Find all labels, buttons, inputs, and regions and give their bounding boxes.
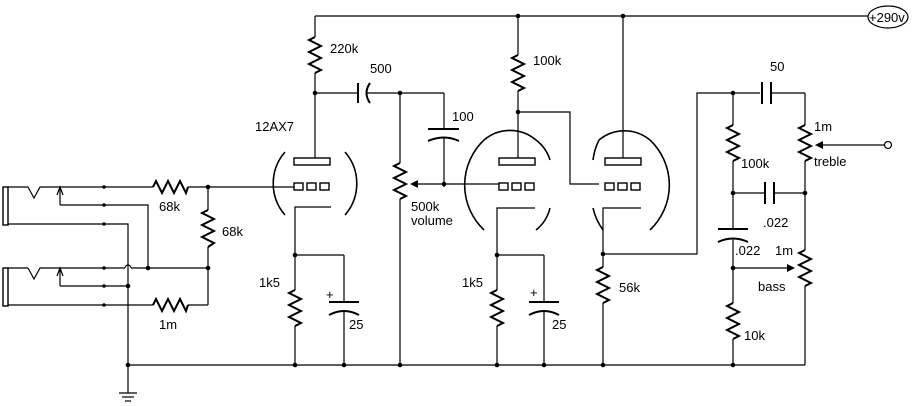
- label-c-treble: 50: [770, 59, 784, 74]
- tube-v1: [268, 140, 358, 275]
- label-pot-bass-name: bass: [758, 279, 786, 294]
- pot-treble: [796, 124, 823, 162]
- label-r-cathode-2: 1k5: [462, 275, 483, 290]
- capacitor-mid: [764, 182, 775, 204]
- supply-label: +290v: [869, 10, 905, 25]
- ground-rail: [125, 362, 805, 393]
- resistor-plate-2: [509, 54, 527, 92]
- resistor-cathode-1: [286, 289, 304, 327]
- resistor-tone-slope: [724, 124, 742, 162]
- label-r-tone-ground: 10k: [744, 328, 765, 343]
- label-c-coupling-1: 500: [370, 61, 392, 76]
- label-c-bass: .022: [735, 243, 760, 258]
- svg-text:+: +: [530, 285, 538, 300]
- supply-terminal: +290v: [867, 5, 909, 29]
- capacitor-treble: [761, 82, 772, 104]
- input-jack-1: [2, 185, 106, 226]
- label-r-cathode-follower: 56k: [619, 280, 640, 295]
- label-r-input-series-1: 68k: [159, 199, 180, 214]
- resistor-tone-ground: [724, 302, 742, 340]
- output-terminal: [883, 140, 893, 150]
- label-pot-volume-name: volume: [411, 213, 453, 228]
- label-pot-volume-value: 500k: [411, 199, 440, 214]
- label-r-plate-1: 220k: [330, 41, 359, 56]
- label-pot-treble-name: treble: [814, 154, 847, 169]
- label-pot-treble-value: 1m: [814, 119, 832, 134]
- label-c-bright: 100: [452, 109, 474, 124]
- resistor-cathode-follower: [594, 266, 612, 304]
- pot-bass: [787, 249, 814, 287]
- resistor-plate-1: [306, 36, 324, 74]
- input-jack-2: [2, 266, 106, 307]
- label-r-input-series-2: 1m: [159, 317, 177, 332]
- label-pot-bass-value: 1m: [775, 243, 793, 258]
- label-c-cathode-1: 25: [349, 317, 363, 332]
- input-wiring: [104, 184, 268, 365]
- tube-v1-label: 12AX7: [255, 119, 294, 134]
- resistor-input-series-2: [152, 296, 189, 314]
- supply-rail: [315, 13, 868, 19]
- capacitor-cathode-1: +: [326, 287, 360, 316]
- resistor-input-shunt: [199, 209, 217, 248]
- svg-text:+: +: [326, 287, 334, 302]
- tube-v2-b: [592, 16, 671, 232]
- ground-symbol: [119, 392, 137, 402]
- label-r-plate-2: 100k: [533, 53, 562, 68]
- label-c-cathode-2: 25: [552, 317, 566, 332]
- label-c-mid: .022: [763, 215, 788, 230]
- label-r-input-shunt: 68k: [222, 224, 243, 239]
- label-r-cathode-1: 1k5: [259, 275, 280, 290]
- pot-volume: [391, 162, 418, 200]
- resistor-cathode-2: [488, 289, 506, 327]
- resistor-input-series-1: [152, 178, 189, 196]
- tube-v2-a: [463, 112, 551, 231]
- label-r-tone-slope: 100k: [741, 156, 770, 171]
